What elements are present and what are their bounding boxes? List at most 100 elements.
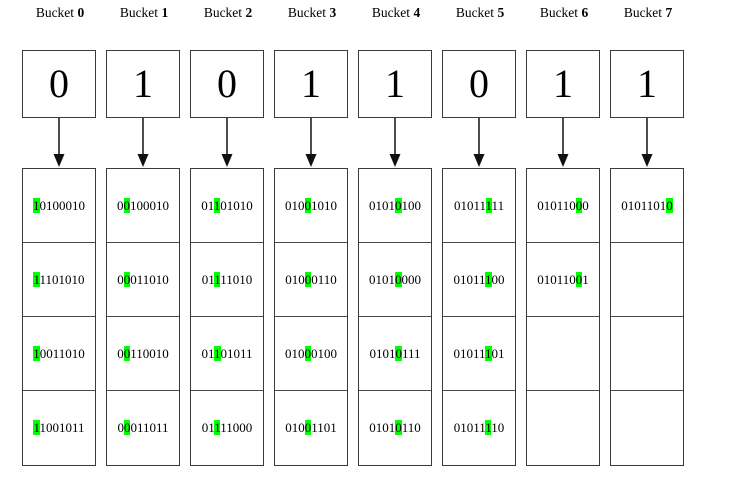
bit: 0 — [201, 271, 209, 287]
bit: 0 — [498, 271, 505, 287]
bit: 0 — [497, 420, 505, 435]
highlighted-bit: 1 — [33, 271, 40, 287]
bucket-key-value: 01010111 — [359, 345, 431, 362]
bit: 1 — [473, 197, 480, 213]
bit: 0 — [369, 345, 376, 361]
bucket-header-label-3: Bucket 3 — [270, 5, 354, 21]
bit: 1 — [78, 420, 85, 435]
bit: 1 — [291, 271, 299, 287]
bit: 0 — [453, 345, 460, 361]
bucket-cell: 10011010 — [23, 317, 95, 391]
bit: 1 — [497, 197, 505, 213]
bucket-header-index: 3 — [329, 5, 337, 20]
bucket-key-value: 01011111 — [443, 197, 515, 214]
bit: 0 — [65, 345, 72, 361]
highlighted-bit: 0 — [304, 197, 311, 213]
bucket-key-value: 00011010 — [107, 271, 179, 288]
bucket-digit-value: 1 — [301, 61, 321, 106]
bucket-key-value: 11001011 — [23, 420, 95, 436]
bit: 0 — [233, 345, 241, 361]
bit: 1 — [388, 345, 396, 361]
bucket-key-value: 01010110 — [359, 420, 431, 436]
bucket-header-text: Bucket — [203, 5, 243, 20]
bit: 0 — [201, 345, 208, 361]
bit: 1 — [142, 271, 150, 287]
bucket-key-value: 11101010 — [23, 271, 95, 288]
bucket-cell: 01010110 — [359, 391, 431, 465]
bit: 0 — [408, 197, 415, 213]
bit: 0 — [149, 197, 157, 213]
bit: 0 — [201, 420, 209, 435]
bucket-cell — [611, 317, 683, 391]
bit: 0 — [285, 197, 292, 213]
bit: 1 — [155, 345, 163, 361]
bucket-digit-value: 0 — [49, 61, 69, 106]
bit: 1 — [479, 345, 486, 361]
bit: 1 — [324, 197, 331, 213]
bit: 0 — [298, 271, 305, 287]
bit: 1 — [472, 345, 479, 361]
bit: 0 — [621, 197, 628, 213]
bit: 1 — [562, 197, 570, 213]
bit: 0 — [653, 197, 660, 213]
bit: 0 — [550, 271, 557, 287]
bit: 0 — [162, 271, 169, 287]
bit: 0 — [311, 345, 318, 361]
bucket-cell: 01011001 — [527, 243, 599, 317]
highlighted-bit: 0 — [123, 345, 131, 361]
bucket-header-index: 0 — [77, 5, 85, 20]
bit: 1 — [375, 271, 383, 287]
bit: 0 — [65, 420, 73, 435]
bucket-key-value: 00100010 — [107, 197, 179, 214]
bucket-cell: 00011011 — [107, 391, 179, 465]
bucket-header-text: Bucket — [623, 5, 663, 20]
bucket-key-value: 01111000 — [191, 420, 263, 436]
bit: 1 — [627, 197, 635, 213]
bucket-digit-value: 1 — [637, 61, 657, 106]
bit: 1 — [136, 420, 143, 435]
bucket-digit-box-6: 1 — [526, 50, 600, 118]
bit: 1 — [459, 345, 467, 361]
bit: 0 — [39, 197, 47, 213]
bit: 1 — [543, 271, 551, 287]
bit: 0 — [52, 197, 60, 213]
bucket-header-text: Bucket — [119, 5, 159, 20]
highlighted-bit: 1 — [214, 345, 221, 361]
bit: 0 — [582, 197, 589, 213]
bit: 1 — [401, 197, 409, 213]
bit: 1 — [375, 197, 383, 213]
bit: 0 — [52, 420, 60, 435]
bucket-header-index: 1 — [161, 5, 169, 20]
bit: 0 — [324, 345, 331, 361]
bucket-cell: 01010100 — [359, 169, 431, 243]
bit: 1 — [246, 345, 253, 361]
bucket-header-label-2: Bucket 2 — [186, 5, 270, 21]
bit: 0 — [143, 197, 150, 213]
bit: 1 — [388, 271, 396, 287]
highlighted-bit: 0 — [575, 197, 583, 213]
bucket-cell: 01111010 — [191, 243, 263, 317]
bit: 1 — [46, 197, 53, 213]
bit: 0 — [382, 271, 389, 287]
bit: 0 — [369, 420, 376, 435]
bit: 1 — [401, 345, 408, 361]
bucket-header-label-6: Bucket 6 — [522, 5, 606, 21]
bit: 1 — [156, 197, 163, 213]
highlighted-bit: 0 — [395, 345, 402, 361]
bucket-header-text: Bucket — [539, 5, 579, 20]
down-arrow-icon — [186, 118, 270, 168]
bit: 0 — [149, 345, 156, 361]
bit: 1 — [407, 420, 415, 435]
highlighted-bit: 0 — [123, 271, 131, 287]
bit: 0 — [245, 271, 253, 287]
bit: 1 — [72, 420, 79, 435]
bucket-list-7: 01011010 — [610, 168, 684, 466]
highlighted-bit: 0 — [575, 271, 583, 287]
bucket-header-text: Bucket — [35, 5, 75, 20]
bucket-key-value: 01001101 — [275, 420, 347, 436]
